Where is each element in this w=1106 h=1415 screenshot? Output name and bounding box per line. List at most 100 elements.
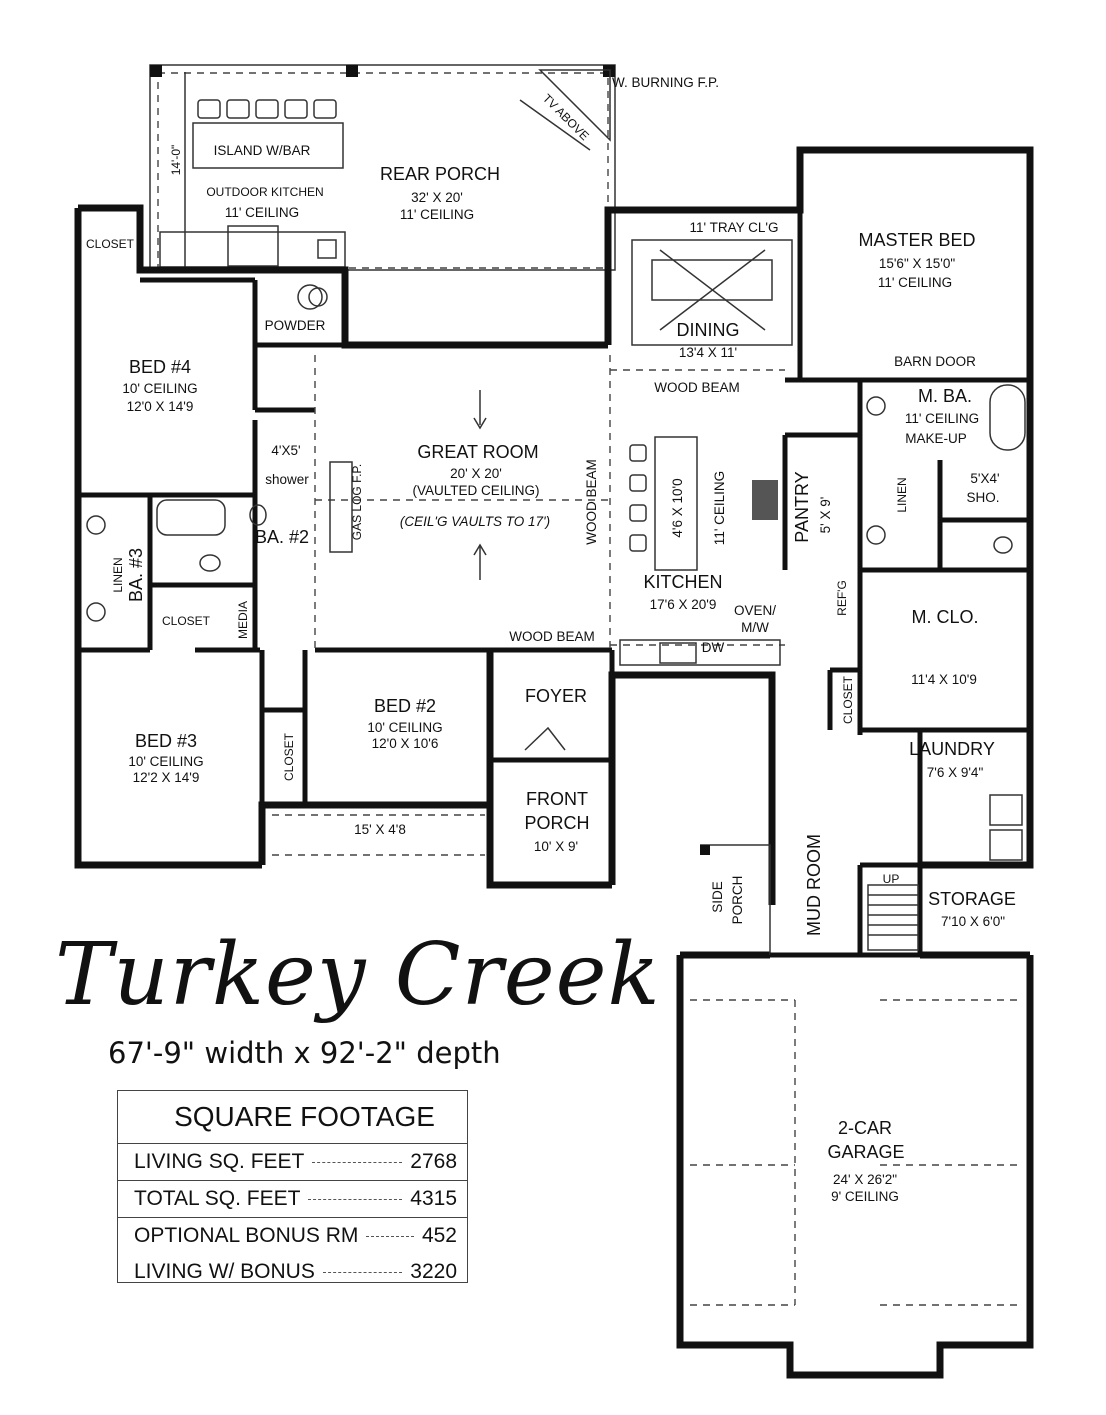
front-porch-name: FRONT: [526, 789, 588, 809]
master-closet-size: 11'4 X 10'9: [911, 672, 977, 687]
sqft-value: 2768: [410, 1150, 457, 1173]
sqft-value: 4315: [410, 1187, 457, 1210]
makeup-label: MAKE-UP: [905, 431, 967, 446]
bed4-name: BED #4: [129, 357, 191, 377]
bed4-ceiling: 10' CEILING: [122, 381, 197, 396]
foyer-label: FOYER: [525, 686, 587, 706]
mw-label: M/W: [741, 620, 769, 635]
fixtures: [86, 239, 1026, 951]
great-room-name: GREAT ROOM: [417, 442, 538, 462]
bed3-size: 12'2 X 14'9: [133, 770, 200, 785]
square-footage-table: SQUARE FOOTAGE LIVING SQ. FEET 2768 TOTAL…: [117, 1090, 468, 1283]
bed3-ceiling: 10' CEILING: [128, 754, 203, 769]
sqft-row-group: TOTAL SQ. FEET 4315: [118, 1181, 467, 1218]
outdoor-kitchen-ceiling: 11' CEILING: [225, 205, 299, 220]
pantry-name: PANTRY: [792, 471, 812, 542]
great-room-note: (CEIL'G VAULTS TO 17'): [400, 514, 550, 529]
refg-label: REF'G: [835, 580, 849, 616]
sqft-value: 452: [421, 1224, 457, 1247]
sqft-value: 3220: [410, 1260, 457, 1283]
master-closet-name: M. CLO.: [911, 607, 978, 627]
kitchen-sink-icon: [659, 642, 697, 664]
sink-icon: [317, 239, 337, 259]
front-porch-name2: PORCH: [524, 813, 589, 833]
dining-size: 13'4 X 11': [679, 345, 737, 360]
pantry-size: 5' X 9': [818, 497, 833, 534]
grill-icon: [227, 225, 279, 267]
ba2-label: BA. #2: [255, 527, 309, 547]
master-shower-size: 5'X4': [970, 471, 999, 486]
master-bed-name: MASTER BED: [858, 230, 975, 250]
beams-and-dashes: [272, 355, 1020, 1306]
tv-above-label: TV ABOVE: [540, 91, 592, 143]
laundry-name: LAUNDRY: [909, 739, 995, 759]
kitchen-island-label: 4'6 X 10'0: [670, 478, 685, 537]
closet-nw-label: CLOSET: [86, 237, 135, 251]
sqft-row: TOTAL SQ. FEET 4315: [118, 1181, 467, 1217]
fireplace-label: W. BURNING F.P.: [612, 75, 719, 90]
media-label: MEDIA: [236, 601, 250, 639]
great-room-ceiling: (VAULTED CEILING): [412, 483, 539, 498]
bed2-size: 12'0 X 10'6: [372, 736, 439, 751]
master-bath-name: M. BA.: [918, 386, 972, 406]
side-porch-l2: PORCH: [730, 876, 745, 925]
dw-label: DW: [702, 640, 725, 655]
dining-table: [631, 239, 793, 346]
fireplace-icon: [538, 69, 611, 142]
garage-l2: GARAGE: [827, 1142, 904, 1162]
bar-stools: [197, 99, 337, 119]
linen-master-label: LINEN: [895, 477, 909, 512]
linen-left-label: LINEN: [111, 557, 125, 592]
gas-log-label: GAS LOG F.P.: [350, 464, 364, 540]
powder-label: POWDER: [265, 318, 326, 333]
bed3-name: BED #3: [135, 731, 197, 751]
laundry-size: 7'6 X 9'4": [927, 765, 984, 780]
kitchen-name: KITCHEN: [643, 572, 722, 592]
arrow-down-icon: [473, 417, 487, 430]
ba3-label: BA. #3: [126, 548, 146, 602]
dining-name: DINING: [677, 320, 740, 340]
toilet-powder-icon: [297, 284, 323, 310]
square-footage-title: SQUARE FOOTAGE: [118, 1091, 467, 1144]
tub-ba2-icon: [156, 499, 226, 536]
master-bath-ceiling: 11' CEILING: [905, 411, 979, 426]
island-bar: [192, 122, 344, 169]
gas-log-fireplace: [329, 461, 353, 553]
rear-porch-ceiling: 11' CEILING: [400, 207, 474, 222]
sqft-label: LIVING W/ BONUS: [134, 1260, 315, 1283]
garage-l1: 2-CAR: [838, 1118, 892, 1138]
bed2-name: BED #2: [374, 696, 436, 716]
room-labels: W. BURNING F.P. TV ABOVE 14'-0" ISLAND W…: [86, 75, 1016, 1204]
kitchen-island: [654, 436, 698, 571]
tub-icon: [989, 384, 1026, 451]
barn-door-label: BARN DOOR: [894, 354, 976, 369]
sqft-row: LIVING W/ BONUS 3220: [118, 1254, 467, 1290]
garage-ceiling: 9' CEILING: [831, 1189, 899, 1204]
kitchen-size: 17'6 X 20'9: [650, 597, 717, 612]
shower-name: shower: [265, 472, 309, 487]
master-shower-name: SHO.: [966, 490, 999, 505]
sqft-label: LIVING SQ. FEET: [134, 1150, 305, 1173]
great-room-size: 20' X 20': [450, 466, 502, 481]
wood-beam-label-1: WOOD BEAM: [509, 629, 595, 644]
master-bed-size: 15'6" X 15'0": [879, 256, 956, 271]
storage-size: 7'10 X 6'0": [941, 914, 1005, 929]
sqft-row-group: LIVING SQ. FEET 2768: [118, 1144, 467, 1181]
master-bed-ceiling: 11' CEILING: [878, 275, 952, 290]
rear-porch-structure: [149, 64, 616, 271]
island-bar-label: ISLAND W/BAR: [214, 143, 311, 158]
storage-name: STORAGE: [928, 889, 1016, 909]
rear-porch-name: REAR PORCH: [380, 164, 500, 184]
interior-walls: [80, 150, 1030, 958]
front-walk-label: 15' X 4'8: [354, 822, 406, 837]
island-stools: [629, 444, 647, 552]
arrow-up-icon: [473, 543, 487, 556]
wood-beam-label-2: WOOD BEAM: [584, 459, 599, 545]
stairs-up-label: UP: [883, 872, 900, 886]
kitchen-ceiling: 11' CEILING: [712, 471, 727, 545]
sqft-label: TOTAL SQ. FEET: [134, 1187, 301, 1210]
plan-name-title: Turkey Creek: [55, 925, 661, 1025]
rear-porch-size: 32' X 20': [411, 190, 463, 205]
